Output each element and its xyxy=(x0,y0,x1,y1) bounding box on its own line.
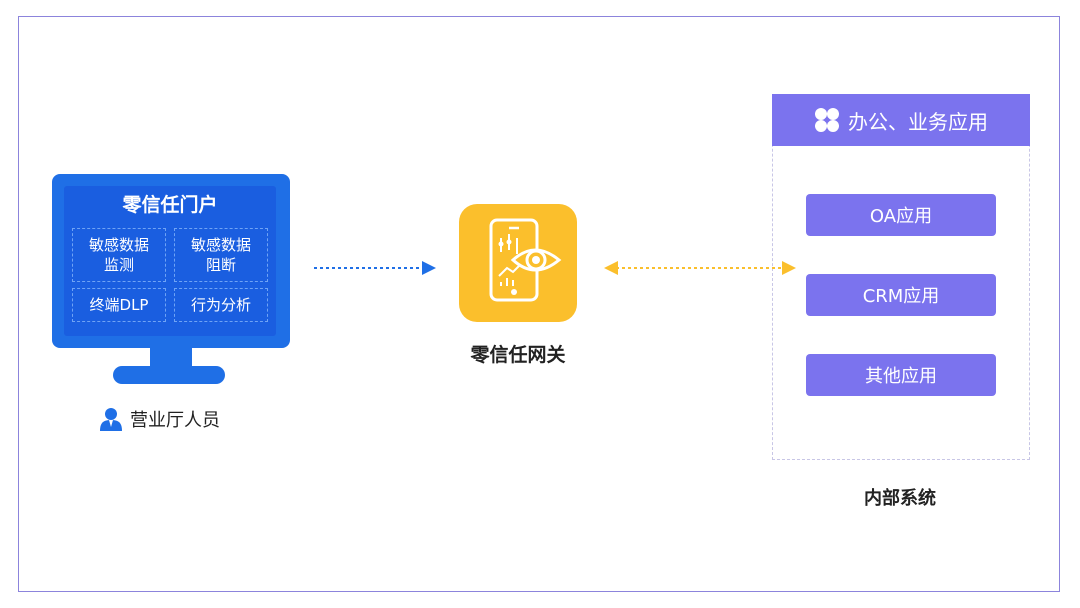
gateway-tile xyxy=(459,204,577,322)
portal-cell-monitor: 敏感数据 监测 xyxy=(72,228,166,282)
internal-systems-header-label: 办公、业务应用 xyxy=(848,109,988,134)
portal-to-gateway-arrow xyxy=(314,261,436,275)
gateway-to-systems-arrow xyxy=(604,261,796,275)
user-icon xyxy=(100,408,122,431)
app-other[interactable]: 其他应用 xyxy=(806,354,996,396)
app-crm[interactable]: CRM应用 xyxy=(806,274,996,316)
portal-cell-behavior: 行为分析 xyxy=(174,288,268,322)
internal-systems-header: 办公、业务应用 xyxy=(772,94,1030,146)
four-petal-icon xyxy=(815,108,839,132)
monitor-base xyxy=(113,366,225,384)
portal-cell-block: 敏感数据 阻断 xyxy=(174,228,268,282)
internal-systems-label: 内部系统 xyxy=(864,488,936,509)
monitor-neck xyxy=(150,348,192,368)
user-caption: 营业厅人员 xyxy=(100,404,220,434)
portal-title: 零信任门户 xyxy=(122,194,218,216)
gateway-phone-eye-icon xyxy=(489,218,562,302)
portal-panel xyxy=(64,186,276,336)
gateway-label: 零信任网关 xyxy=(470,344,566,366)
diagram-frame xyxy=(18,16,1060,592)
user-label: 营业厅人员 xyxy=(130,410,220,431)
portal-cell-dlp: 终端DLP xyxy=(72,288,166,322)
app-oa[interactable]: OA应用 xyxy=(806,194,996,236)
